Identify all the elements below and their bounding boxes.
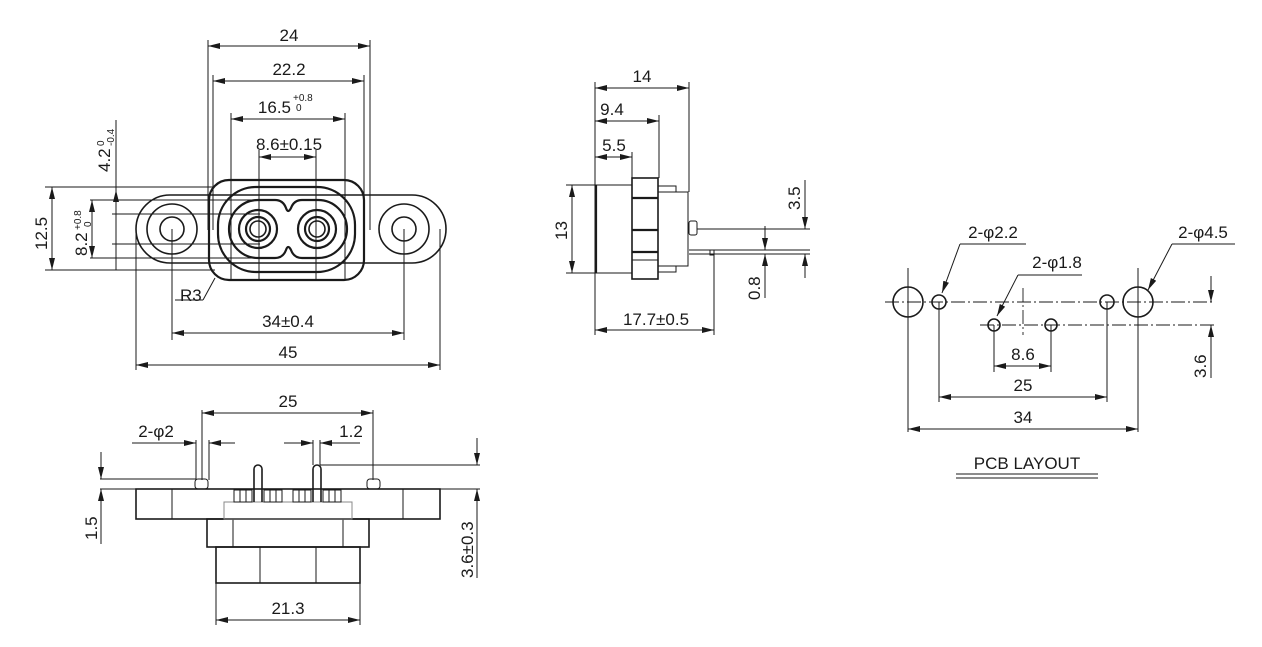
flange-outline xyxy=(135,194,447,264)
dim-opening-tol-upper: +0.8 xyxy=(293,93,313,104)
mount-hole-left xyxy=(892,286,924,318)
right-pin xyxy=(303,215,331,243)
mount-hole-right xyxy=(1122,286,1154,318)
dim-hole-pitch: 25 xyxy=(279,392,298,411)
pcb-layout: 2-φ2.2 2-φ1.8 2-φ4.5 8.6 25 34 3.6 PCB L… xyxy=(885,223,1235,479)
dim-inner-width: 22.2 xyxy=(272,60,305,79)
bottom-mid-body xyxy=(206,518,370,548)
dim-opening-width: 16.5 xyxy=(258,98,291,117)
dim-opening-h-tol-lower: 0 xyxy=(83,221,94,227)
dim-flange-tol-lower: -0.4 xyxy=(106,128,117,146)
left-pin xyxy=(244,215,272,243)
dim-pin-pitch: 8.6±0.15 xyxy=(256,135,322,154)
dim-flange-thickness: 4.2 xyxy=(95,148,114,172)
dim-flange-tol-upper: 0 xyxy=(96,140,107,146)
label-peg-holes: 2-φ2.2 xyxy=(968,223,1018,242)
dim-flange-height: 1.5 xyxy=(82,516,101,540)
dim-overall-length: 17.7±0.5 xyxy=(623,310,689,329)
left-peg xyxy=(194,478,209,490)
left-pin-core xyxy=(249,220,267,238)
dim-depth-total: 14 xyxy=(633,67,652,86)
bottom-view: 25 2-φ2 1.2 1.5 3.6±0.3 21.3 xyxy=(82,392,480,625)
right-pin-ring xyxy=(296,208,338,250)
label-mount-holes: 2-φ4.5 xyxy=(1178,223,1228,242)
left-pin-ring xyxy=(237,208,279,250)
bottom-base xyxy=(215,546,361,584)
dim-overall-width-top: 24 xyxy=(280,26,299,45)
dim-pcb-mount-pitch: 34 xyxy=(1014,408,1033,427)
side-view: 14 9.4 5.5 13 3.5 0.8 17.7±0.5 xyxy=(552,67,810,335)
right-pin-side xyxy=(312,464,322,502)
side-front-face xyxy=(594,184,633,274)
terminal-ribs xyxy=(233,489,342,503)
left-pin-side xyxy=(253,464,263,502)
side-rear-body xyxy=(657,191,689,267)
dim-pin-thickness: 0.8 xyxy=(745,276,764,300)
front-view: 24 22.2 16.5 +0.8 0 8.6±0.15 4.2 0 -0.4 … xyxy=(32,26,447,370)
socket-inner xyxy=(216,185,357,274)
dim-side-height: 13 xyxy=(552,221,571,240)
dim-radius: R3 xyxy=(180,286,202,305)
dim-overall-width: 45 xyxy=(279,343,298,362)
right-peg xyxy=(366,478,381,490)
dim-pcb-peg-pitch: 25 xyxy=(1014,376,1033,395)
dim-pcb-pin-pitch: 8.6 xyxy=(1011,345,1035,364)
right-pin-core xyxy=(308,220,326,238)
dim-height: 12.5 xyxy=(32,217,51,250)
dim-pin-length: 3.6±0.3 xyxy=(458,521,477,578)
dim-pin-offset: 3.5 xyxy=(785,186,804,210)
figure-eight-opening xyxy=(227,198,349,260)
dim-opening-h-tol-upper: +0.8 xyxy=(73,210,84,230)
pcb-layout-title: PCB LAYOUT xyxy=(974,454,1080,473)
dim-opening-tol-lower: 0 xyxy=(296,103,302,114)
label-pin-holes: 2-φ1.8 xyxy=(1032,253,1082,272)
dim-depth-front: 5.5 xyxy=(602,136,626,155)
side-pin-tip xyxy=(688,220,698,236)
side-flange xyxy=(631,177,659,280)
dim-depth-mid: 9.4 xyxy=(600,100,624,119)
dim-opening-height: 8.2 xyxy=(72,232,91,256)
bottom-flange xyxy=(135,488,441,520)
dim-pin-width: 1.2 xyxy=(339,422,363,441)
dim-pcb-row-offset: 3.6 xyxy=(1191,354,1210,378)
dim-peg-dia: 2-φ2 xyxy=(138,422,174,441)
dim-body-width: 21.3 xyxy=(271,599,304,618)
dim-mount-pitch: 34±0.4 xyxy=(262,312,314,331)
